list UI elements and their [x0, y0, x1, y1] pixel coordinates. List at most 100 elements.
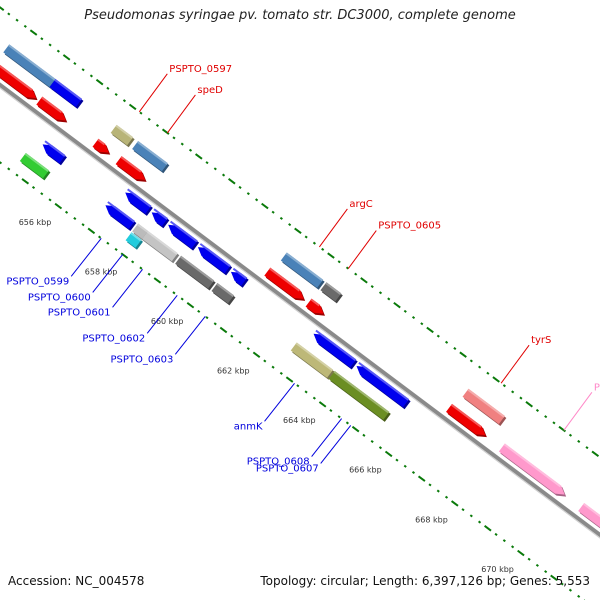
feature-label[interactable]: PSPTO_0607 [256, 463, 319, 474]
outer-tick [502, 384, 506, 388]
feature-PSPTO_0608[interactable] [328, 370, 391, 422]
feature-body[interactable] [197, 247, 231, 274]
feature-body[interactable] [305, 298, 324, 314]
feature-PSPTO_0602[interactable] [175, 255, 216, 291]
outer-tick [445, 340, 449, 344]
feature-unnamed-red-d[interactable] [115, 156, 147, 182]
feature-PSPTO_0605[interactable] [320, 282, 343, 304]
feature-label[interactable]: PSPTO_0603 [110, 354, 173, 365]
feature-body[interactable] [320, 282, 342, 302]
feature-body[interactable] [578, 503, 600, 557]
feature-body[interactable] [3, 44, 56, 88]
feature-unnamed-blue-c[interactable] [125, 188, 153, 216]
feature-unnamed-green[interactable] [19, 153, 51, 181]
feature-label[interactable]: PSPTO_0608 [247, 457, 310, 468]
feature-body[interactable] [328, 370, 390, 420]
feature-body[interactable] [19, 153, 49, 179]
feature-highlight [295, 342, 334, 372]
feature-unnamed-steelblue-a[interactable] [3, 44, 58, 90]
feature-anmK[interactable] [290, 342, 335, 380]
feature-body[interactable] [313, 333, 357, 368]
feature-label[interactable]: PSPTO_0601 [48, 307, 111, 318]
feature-label[interactable]: Ps16SA [594, 382, 600, 393]
feature-argC[interactable] [280, 252, 325, 290]
feature-unnamed-red-b[interactable] [36, 96, 68, 123]
feature-unnamed-blue-e[interactable] [168, 220, 200, 251]
feature-body[interactable] [105, 205, 135, 230]
feature-label[interactable]: speD [197, 85, 223, 96]
feature-PSPTO_0601[interactable] [142, 230, 180, 264]
feature-highlight [127, 188, 152, 208]
feature-unnamed-blue-g[interactable] [230, 267, 249, 288]
feature-label[interactable]: argC [349, 199, 372, 210]
feature-body[interactable] [168, 224, 198, 249]
inner-tick [337, 415, 341, 419]
feature-label[interactable]: PSPTO_0599 [6, 276, 69, 287]
feature-body[interactable] [132, 140, 168, 172]
feature-body[interactable] [211, 282, 234, 304]
feature-unnamed-blue-f[interactable] [197, 243, 233, 276]
outer-tick [0, 6, 5, 11]
feature-highlight [450, 403, 482, 428]
backbone-line [0, 82, 600, 538]
feature-highlight [54, 79, 82, 101]
feature-highlight [232, 267, 248, 280]
feature-body[interactable] [36, 96, 66, 121]
outer-tick [114, 92, 118, 97]
feature-body[interactable] [49, 79, 82, 107]
feature-label[interactable]: PSPTO_0602 [82, 333, 145, 344]
feature-label[interactable]: anmK [234, 421, 263, 432]
feature-body[interactable] [498, 443, 565, 495]
feature-body[interactable] [264, 267, 304, 299]
feature-body[interactable] [110, 124, 134, 146]
feature-PSPTO_0603[interactable] [211, 282, 236, 306]
feature-body[interactable] [142, 230, 178, 262]
outer-tick [327, 252, 335, 259]
feature-PSPTO_0600[interactable] [125, 232, 143, 250]
outer-tick [238, 185, 242, 189]
feature-body[interactable] [115, 156, 146, 180]
feature-label[interactable]: PSPTO_0600 [28, 292, 91, 303]
feature-body[interactable] [462, 388, 505, 425]
feature-body[interactable] [125, 232, 142, 248]
outer-tick [271, 210, 275, 214]
leader-line [500, 344, 530, 384]
feature-body[interactable] [92, 138, 109, 153]
feature-body[interactable] [280, 252, 324, 288]
feature-unnamed-blue-h[interactable] [313, 329, 358, 370]
feature-label[interactable]: PSPTO_0605 [378, 221, 441, 232]
feature-Ps16SA-tail[interactable] [578, 503, 600, 559]
feature-label[interactable]: tyrS [531, 335, 551, 346]
leader-line [347, 230, 377, 269]
feature-body[interactable] [356, 366, 410, 408]
feature-unnamed-blue-b[interactable] [42, 140, 67, 166]
feature-highlight [8, 44, 56, 81]
feature-body[interactable] [290, 342, 334, 378]
feature-body[interactable] [446, 403, 486, 436]
feature-PSPTO_0597[interactable] [110, 124, 135, 148]
outer-tick [279, 216, 283, 220]
feature-unnamed-red-c[interactable] [92, 138, 111, 155]
feature-tyrS[interactable] [462, 388, 507, 427]
feature-unnamed-red-e[interactable] [264, 267, 306, 301]
accession-text: Accession: NC_004578 [8, 574, 145, 588]
feature-speD[interactable] [132, 140, 170, 174]
inner-tick [213, 322, 217, 326]
feature-unnamed-red-f[interactable] [305, 298, 325, 316]
feature-unnamed-blue-d[interactable] [151, 208, 170, 229]
feature-highlight [115, 124, 134, 139]
feature-PSPTO_0607[interactable] [356, 362, 411, 410]
feature-Ps16SA[interactable] [498, 443, 567, 497]
feature-PSPTO_0599[interactable] [105, 201, 137, 232]
feature-body[interactable] [132, 223, 149, 239]
inner-tick [370, 439, 374, 444]
feature-label[interactable]: PSPTO_0597 [169, 64, 232, 75]
outer-tick [370, 285, 374, 289]
feature-unnamed-blue-a[interactable] [49, 79, 84, 109]
feature-unnamed-red-g[interactable] [446, 403, 487, 438]
feature-unnamed-red-a[interactable] [0, 62, 38, 101]
inner-tick [535, 563, 539, 567]
feature-body[interactable] [175, 255, 215, 289]
feature-body[interactable] [42, 144, 66, 164]
feature-body[interactable] [125, 192, 152, 214]
